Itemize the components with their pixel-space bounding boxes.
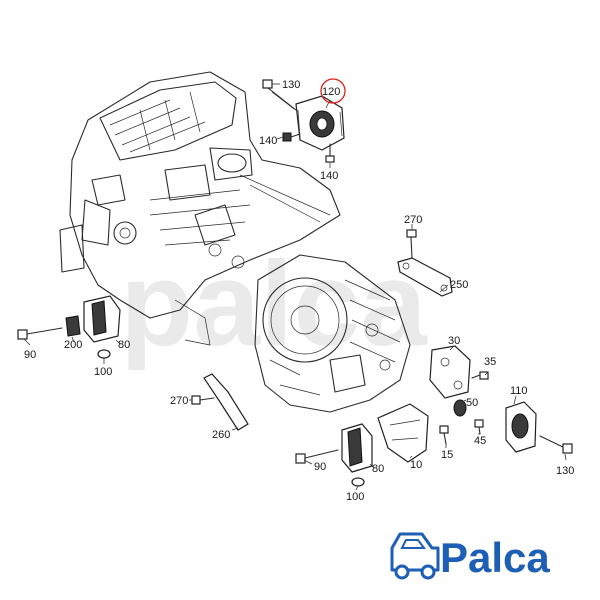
bolt-270-lower bbox=[191, 395, 215, 405]
brand-logo: Palca bbox=[390, 532, 550, 581]
bolt-130-right bbox=[539, 435, 573, 454]
callout-80-bottom: 80 bbox=[372, 463, 384, 475]
nut-100-bottom bbox=[351, 477, 365, 487]
nut-100-left bbox=[97, 349, 111, 359]
bolt-90-left bbox=[17, 327, 63, 340]
callout-80-left: 80 bbox=[118, 339, 130, 351]
delivery-car-icon bbox=[390, 532, 440, 580]
bolt-140-bottom bbox=[325, 143, 335, 163]
callout-270-lower: 270 bbox=[170, 395, 188, 407]
bolt-130-top bbox=[262, 79, 297, 111]
mount-80-left bbox=[83, 295, 121, 343]
bracket-260 bbox=[203, 373, 249, 431]
callout-50: 50 bbox=[466, 397, 478, 409]
callout-labels: 130 120 140 140 270 250 90 200 80 100 30… bbox=[24, 79, 574, 503]
callout-140-side: 140 bbox=[259, 135, 277, 147]
callout-30: 30 bbox=[448, 335, 460, 347]
watermark: palca bbox=[120, 237, 428, 371]
callout-110: 110 bbox=[510, 385, 528, 397]
callout-270-top: 270 bbox=[404, 214, 422, 226]
callout-100-bottom: 100 bbox=[346, 491, 364, 503]
callout-120: 120 bbox=[322, 86, 340, 98]
callout-45: 45 bbox=[474, 435, 486, 447]
callout-250: 250 bbox=[450, 279, 468, 291]
washer-50 bbox=[453, 399, 467, 417]
leader-lines bbox=[23, 83, 567, 491]
bracket-30 bbox=[429, 345, 471, 399]
engine-block bbox=[59, 71, 341, 346]
transmission bbox=[254, 254, 411, 413]
bolt-45 bbox=[474, 419, 484, 435]
callout-200: 200 bbox=[64, 339, 82, 351]
mount-80-bottom bbox=[341, 423, 373, 473]
bolt-15 bbox=[439, 425, 449, 445]
bolt-90-bottom bbox=[295, 449, 339, 464]
watermark-text: palca bbox=[120, 237, 428, 371]
bracket-10 bbox=[377, 403, 429, 463]
washer-200 bbox=[65, 315, 81, 337]
mount-120 bbox=[295, 95, 345, 151]
mount-110 bbox=[505, 401, 537, 453]
brand-name: Palca bbox=[440, 534, 550, 581]
callout-130-top: 130 bbox=[282, 79, 300, 91]
callout-90-bottom: 90 bbox=[314, 461, 326, 473]
callout-140-bottom: 140 bbox=[320, 170, 338, 182]
callout-130-right: 130 bbox=[556, 465, 574, 477]
callout-100-left: 100 bbox=[94, 366, 112, 378]
callout-90-left: 90 bbox=[24, 349, 36, 361]
callout-260: 260 bbox=[212, 429, 230, 441]
callout-15: 15 bbox=[441, 449, 453, 461]
callout-10: 10 bbox=[410, 459, 422, 471]
bolt-270-top bbox=[406, 229, 417, 259]
callout-35: 35 bbox=[484, 356, 496, 368]
bolt-35 bbox=[471, 371, 489, 380]
bolt-140-side bbox=[282, 132, 301, 142]
highlight-circle bbox=[320, 78, 346, 104]
bracket-250 bbox=[397, 257, 453, 297]
